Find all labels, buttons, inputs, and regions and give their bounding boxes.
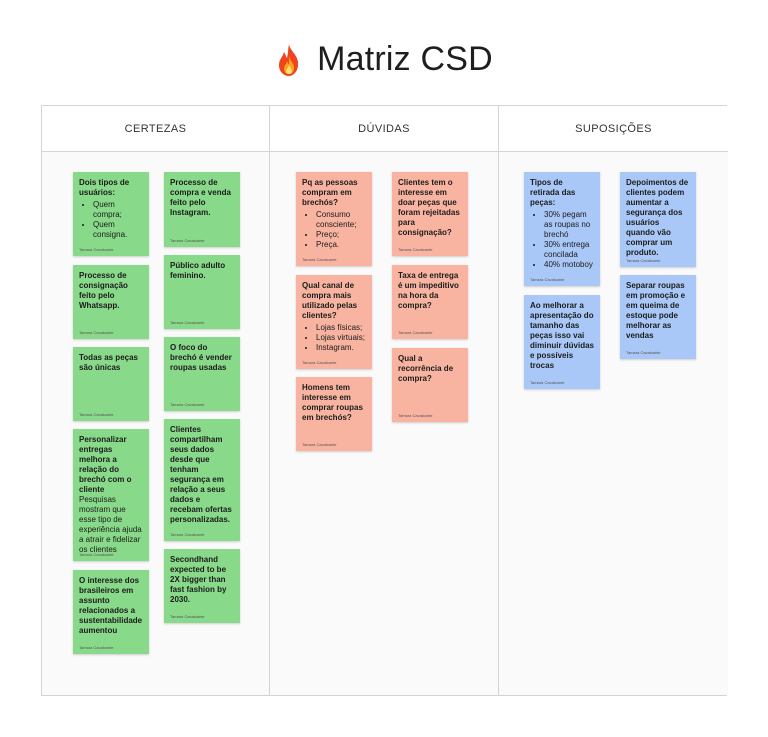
sticky-note[interactable]: Qual a recorrência de compra? Tamara Cav… — [392, 348, 468, 422]
note-list-item: 30% entrega concilada — [544, 240, 594, 260]
note-author: Tamara Cavalcante — [398, 413, 433, 418]
note-author: Tamara Cavalcante — [170, 532, 205, 537]
column-body-suposicoes: Tipos de retirada das peças: 30% pegam a… — [499, 152, 728, 695]
note-author: Tamara Cavalcante — [79, 645, 114, 650]
note-body: Pesquisas mostram que esse tipo de exper… — [79, 495, 142, 554]
sticky-note[interactable]: Público adulto feminino. Tamara Cavalcan… — [164, 255, 240, 329]
page-header: Matriz CSD — [0, 40, 768, 79]
note-author: Tamara Cavalcante — [530, 380, 565, 385]
sticky-note[interactable]: Ao melhorar a apresentação do tamanho da… — [524, 295, 600, 389]
note-title: Clientes tem o interesse em doar peças q… — [398, 178, 460, 237]
sticky-note[interactable]: Processo de compra e venda feito pelo In… — [164, 172, 240, 247]
sticky-note[interactable]: Personalizar entregas melhora a relação … — [73, 429, 149, 561]
note-author: Tamara Cavalcante — [170, 614, 205, 619]
note-title: Processo de consignação feito pelo Whats… — [79, 271, 128, 310]
column-header-suposicoes: SUPOSIÇÕES — [499, 106, 728, 152]
note-list: Quem compra; Quem consigna. — [79, 200, 143, 240]
sticky-note[interactable]: Separar roupas em promoção e em queima d… — [620, 275, 696, 359]
note-author: Tamara Cavalcante — [398, 330, 433, 335]
sticky-note[interactable]: Todas as peças são únicas Tamara Cavalca… — [73, 347, 149, 421]
note-list-item: Quem consigna. — [93, 220, 143, 240]
note-author: Tamara Cavalcante — [626, 258, 661, 263]
note-title: Qual a recorrência de compra? — [398, 354, 454, 383]
note-list-item: Instagram. — [316, 343, 366, 353]
note-author: Tamara Cavalcante — [170, 238, 205, 243]
note-title: Personalizar entregas melhora a relação … — [79, 435, 132, 494]
sticky-note[interactable]: Clientes compartilham seus dados desde q… — [164, 419, 240, 541]
note-title: Pq as pessoas compram em brechós? — [302, 178, 358, 207]
note-title: Homens tem interesse em comprar roupas e… — [302, 383, 363, 422]
sticky-note[interactable]: O foco do brechó é vender roupas usadas … — [164, 337, 240, 411]
page-title: Matriz CSD — [317, 40, 493, 78]
note-list: 30% pegam as roupas no brechó 30% entreg… — [530, 210, 594, 270]
column-body-certezas: Dois tipos de usuários: Quem compra; Que… — [42, 152, 269, 695]
column-duvidas: DÚVIDAS Pq as pessoas compram em brechós… — [270, 106, 499, 695]
note-list-item: Quem compra; — [93, 200, 143, 220]
note-title: Qual canal de compra mais utilizado pela… — [302, 281, 358, 320]
note-title: Dois tipos de usuários: — [79, 178, 130, 197]
note-author: Tamara Cavalcante — [79, 552, 114, 557]
note-list-item: Lojas físicas; — [316, 323, 366, 333]
note-author: Tamara Cavalcante — [302, 442, 337, 447]
sticky-note[interactable]: Pq as pessoas compram em brechós? Consum… — [296, 172, 372, 266]
sticky-note[interactable]: Qual canal de compra mais utilizado pela… — [296, 275, 372, 369]
note-author: Tamara Cavalcante — [79, 247, 114, 252]
sticky-note[interactable]: Depoimentos de clientes podem aumentar a… — [620, 172, 696, 267]
note-author: Tamara Cavalcante — [170, 320, 205, 325]
column-body-duvidas: Pq as pessoas compram em brechós? Consum… — [270, 152, 498, 695]
column-suposicoes: SUPOSIÇÕES Tipos de retirada das peças: … — [499, 106, 728, 695]
note-author: Tamara Cavalcante — [79, 412, 114, 417]
column-header-certezas: CERTEZAS — [42, 106, 269, 152]
sticky-note[interactable]: Secondhand expected to be 2X bigger than… — [164, 549, 240, 623]
note-author: Tamara Cavalcante — [530, 277, 565, 282]
note-title: Separar roupas em promoção e em queima d… — [626, 281, 686, 340]
column-certezas: CERTEZAS Dois tipos de usuários: Quem co… — [42, 106, 270, 695]
note-title: O foco do brechó é vender roupas usadas — [170, 343, 232, 372]
note-title: O interesse dos brasileiros em assunto r… — [79, 576, 143, 635]
note-title: Processo de compra e venda feito pelo In… — [170, 178, 231, 217]
note-title: Secondhand expected to be 2X bigger than… — [170, 555, 227, 604]
note-list-item: Lojas virtuais; — [316, 333, 366, 343]
note-list-item: Preça. — [316, 240, 366, 250]
note-list: Consumo consciente; Preço; Preça. — [302, 210, 366, 250]
note-author: Tamara Cavalcante — [170, 402, 205, 407]
note-list-item: Consumo consciente; — [316, 210, 366, 230]
note-title: Todas as peças são únicas — [79, 353, 138, 372]
sticky-note[interactable]: Homens tem interesse em comprar roupas e… — [296, 377, 372, 451]
csd-board: CERTEZAS Dois tipos de usuários: Quem co… — [41, 105, 728, 696]
note-author: Tamara Cavalcante — [398, 247, 433, 252]
note-title: Taxa de entrega é um impeditivo na hora … — [398, 271, 459, 310]
column-header-duvidas: DÚVIDAS — [270, 106, 498, 152]
note-list-item: 40% motoboy — [544, 260, 594, 270]
sticky-note[interactable]: Dois tipos de usuários: Quem compra; Que… — [73, 172, 149, 256]
note-title: Público adulto feminino. — [170, 261, 226, 280]
sticky-note[interactable]: Taxa de entrega é um impeditivo na hora … — [392, 265, 468, 339]
sticky-note[interactable]: Processo de consignação feito pelo Whats… — [73, 265, 149, 339]
fire-icon — [279, 43, 299, 76]
note-author: Tamara Cavalcante — [626, 350, 661, 355]
note-list: Lojas físicas; Lojas virtuais; Instagram… — [302, 323, 366, 353]
sticky-note[interactable]: Tipos de retirada das peças: 30% pegam a… — [524, 172, 600, 286]
note-list-item: 30% pegam as roupas no brechó — [544, 210, 594, 240]
note-title: Ao melhorar a apresentação do tamanho da… — [530, 301, 595, 370]
note-title: Tipos de retirada das peças: — [530, 178, 576, 207]
sticky-note[interactable]: O interesse dos brasileiros em assunto r… — [73, 570, 149, 654]
note-title: Depoimentos de clientes podem aumentar a… — [626, 178, 689, 257]
note-list-item: Preço; — [316, 230, 366, 240]
note-author: Tamara Cavalcante — [302, 360, 337, 365]
note-author: Tamara Cavalcante — [79, 330, 114, 335]
note-title: Clientes compartilham seus dados desde q… — [170, 425, 232, 524]
sticky-note[interactable]: Clientes tem o interesse em doar peças q… — [392, 172, 468, 256]
note-author: Tamara Cavalcante — [302, 257, 337, 262]
